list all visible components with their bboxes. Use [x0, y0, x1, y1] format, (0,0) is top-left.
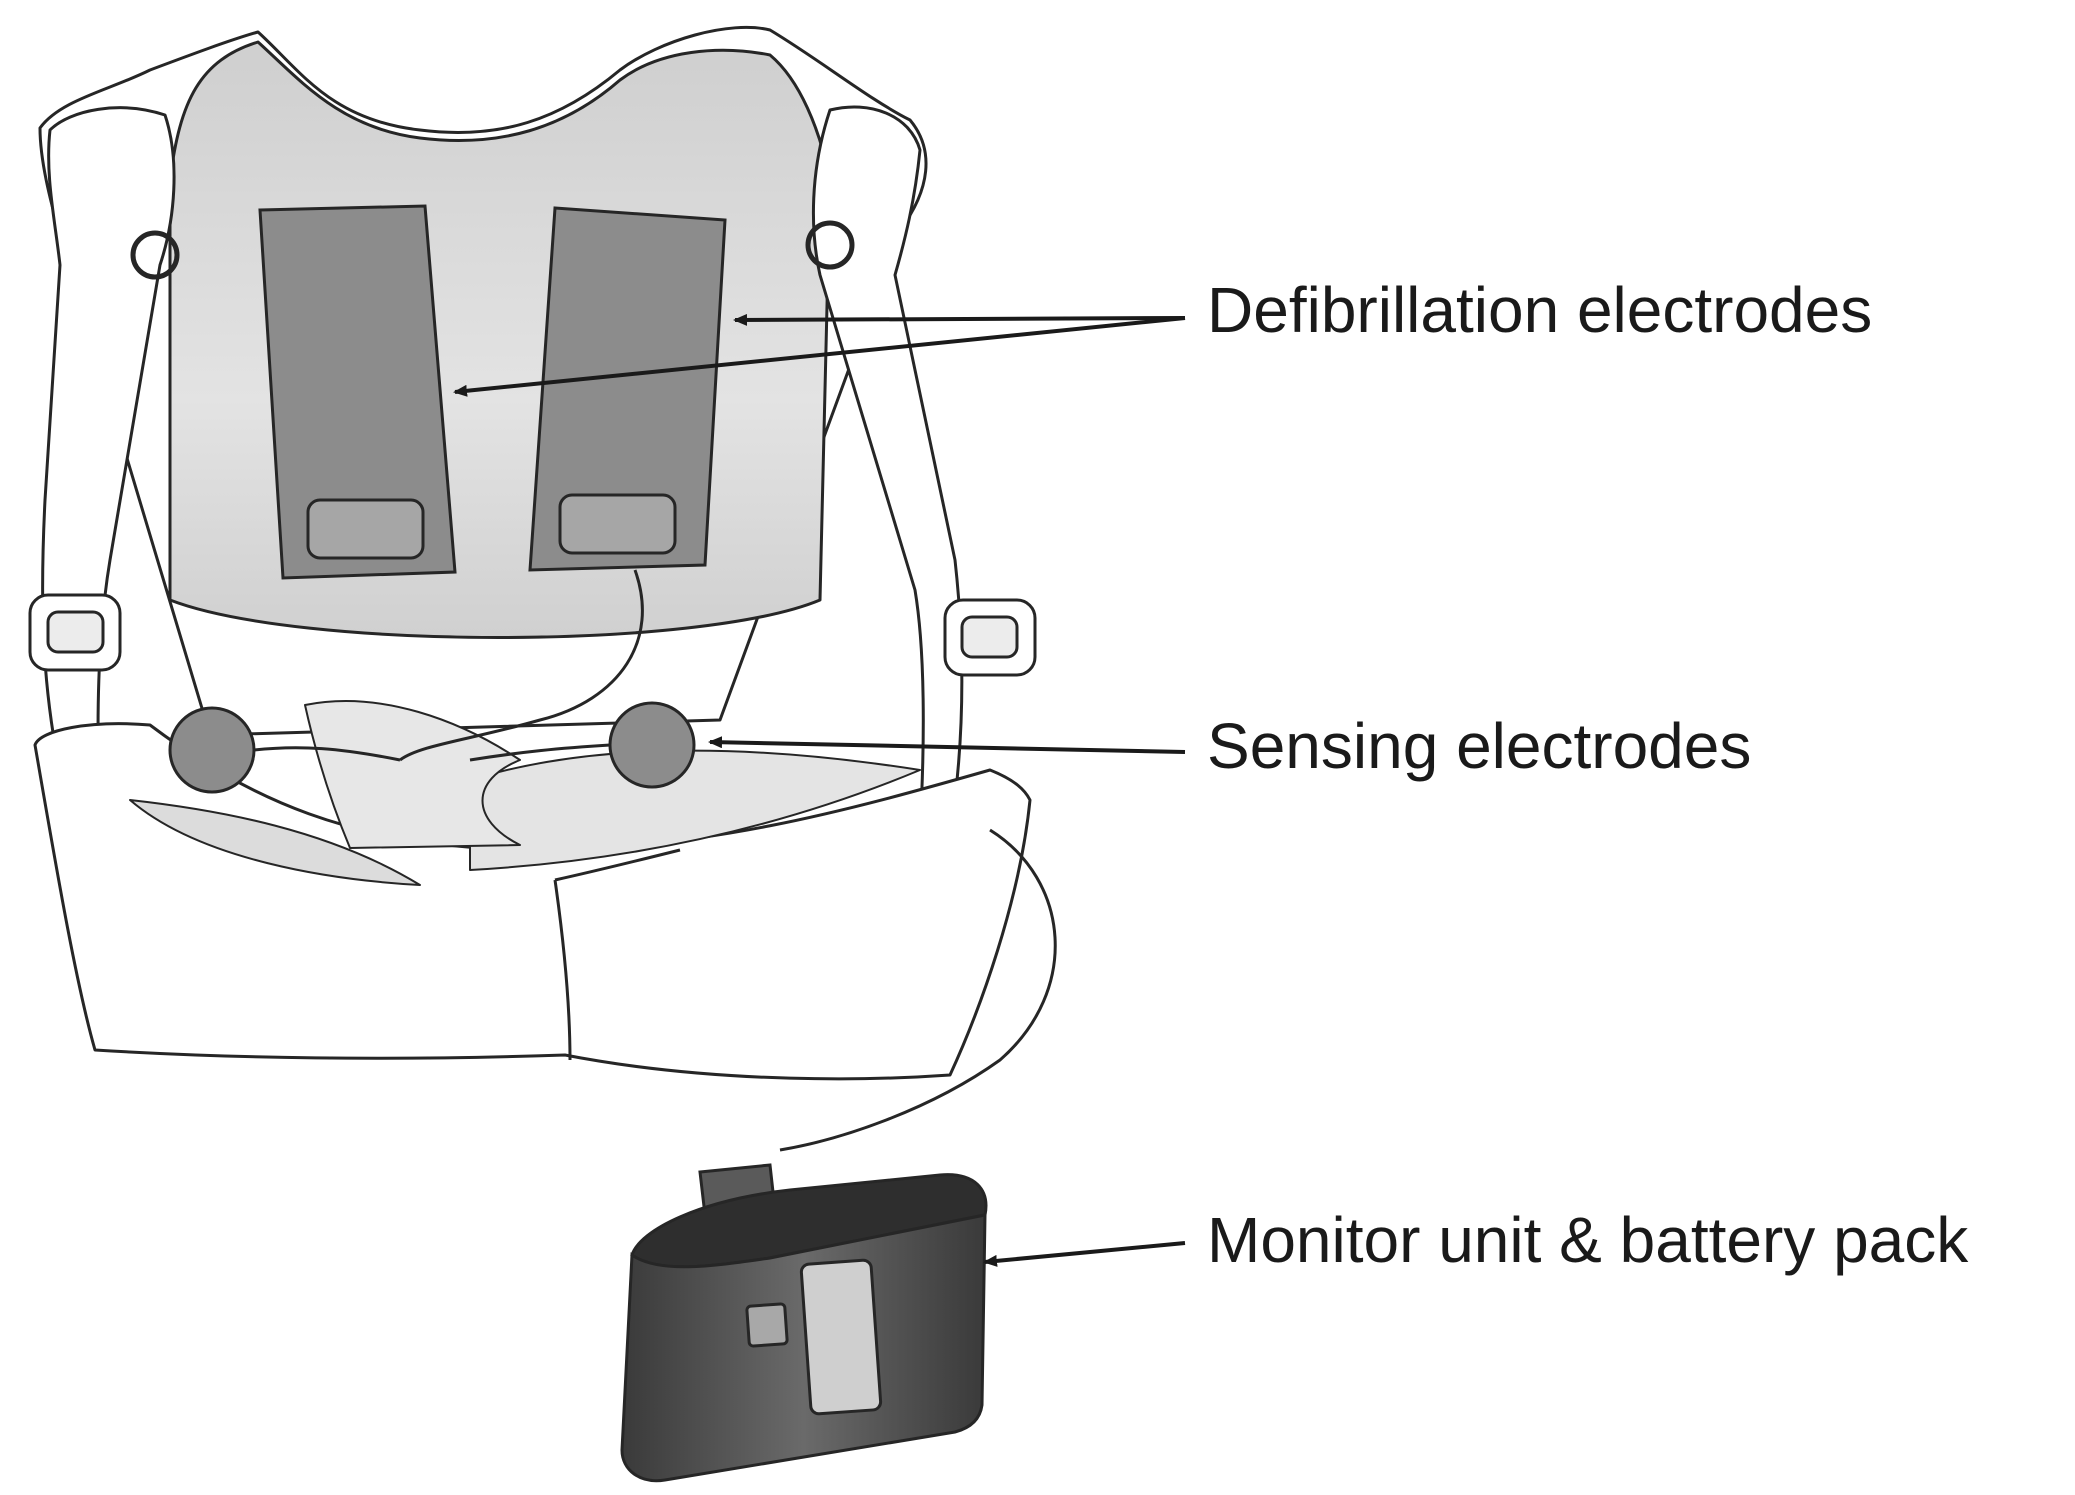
- monitor-button: [745, 1302, 789, 1348]
- arrow-monitor: [983, 1241, 1186, 1267]
- belt-inner-shade-right: [469, 749, 921, 871]
- defibrillation-lead-wire: [399, 569, 644, 762]
- sensing-lead-wire: [253, 743, 611, 762]
- monitor-body: [620, 1213, 987, 1483]
- callout-arrows: [453, 313, 1186, 1267]
- arrow-defib-left: [453, 316, 1186, 397]
- monitor-display-window: [799, 1258, 883, 1416]
- right-strap-buckle-inner: [960, 615, 1019, 659]
- belt-flap: [553, 848, 681, 1061]
- waist-belt: [33, 722, 1032, 1081]
- defibrillation-electrode-left: [258, 204, 457, 580]
- sensing-electrode-left: [168, 706, 256, 794]
- sensing-electrodes: [168, 701, 696, 794]
- label-sensing-electrodes: Sensing electrodes: [1207, 710, 1751, 782]
- arrow-sensing: [708, 736, 1186, 754]
- left-strap-buckle-inner: [46, 610, 105, 654]
- right-shoulder-strap: [811, 105, 964, 837]
- belt-inner-shade: [129, 799, 421, 886]
- defibrillation-electrodes: [258, 204, 727, 762]
- label-defibrillation-electrodes: Defibrillation electrodes: [1207, 274, 1872, 346]
- right-shoulder-ring: [805, 220, 855, 270]
- sensing-electrode-right: [608, 701, 696, 789]
- defibrillation-electrode-right: [528, 206, 727, 572]
- label-monitor-battery-pack: Monitor unit & battery pack: [1207, 1204, 1969, 1276]
- monitor-battery-pack: [620, 1163, 988, 1483]
- monitor-cable: [779, 828, 1057, 1152]
- arrow-defib-right: [733, 313, 1186, 326]
- left-shoulder-ring: [130, 230, 180, 280]
